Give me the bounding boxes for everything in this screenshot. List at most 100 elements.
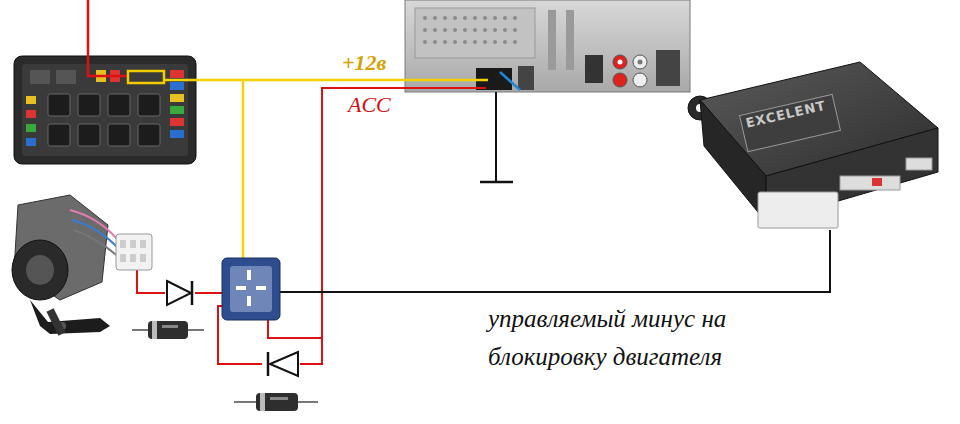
car-radio [423, 16, 517, 44]
ignition-connector [140, 254, 146, 262]
fuse-box [56, 70, 76, 84]
diode-symbol [270, 352, 298, 376]
fuse-box [170, 106, 184, 114]
alarm-unit [758, 192, 838, 228]
car-radio [483, 16, 487, 20]
car-radio [500, 72, 520, 90]
alarm-unit [840, 176, 900, 190]
acc-wire [300, 338, 322, 364]
car-radio [423, 16, 427, 20]
ignition-switch [12, 240, 68, 300]
car-radio [566, 10, 574, 70]
relay [247, 270, 251, 280]
ignition-connector [140, 240, 146, 248]
ignition-connector [130, 240, 136, 248]
ignition-connector [116, 234, 152, 270]
car-radio [613, 73, 627, 87]
car-radio [503, 16, 507, 20]
fuse-box [78, 94, 100, 116]
relay [256, 286, 266, 290]
plus-12v-wire [164, 80, 488, 262]
ignition-wire [137, 268, 165, 293]
car-radio [473, 28, 477, 32]
alarm-unit [906, 158, 932, 170]
fuse-box [26, 124, 36, 132]
relay [236, 286, 246, 290]
diode-symbol [267, 352, 270, 376]
fuse-box [170, 82, 184, 90]
car-radio [463, 40, 467, 44]
car-radio [453, 40, 457, 44]
plus-12v-wire [164, 79, 488, 82]
car-radio [443, 16, 447, 20]
car-radio [493, 28, 497, 32]
car-radio [513, 28, 517, 32]
car-radio [503, 40, 507, 44]
fuse-highlight [128, 71, 164, 83]
car-radio [483, 28, 487, 32]
fuse-box [26, 96, 36, 104]
ignition-switch [74, 230, 120, 258]
fuse-box [138, 124, 160, 146]
fuse-box [170, 118, 184, 126]
car-radio [513, 16, 517, 20]
alarm-unit [688, 62, 938, 228]
relay [222, 258, 280, 320]
car-radio [473, 16, 477, 20]
car-radio [443, 28, 447, 32]
fuse-box [108, 94, 130, 116]
red-feed-wire [88, 0, 128, 76]
diode-part [256, 393, 298, 411]
car-radio [453, 28, 457, 32]
car-radio [433, 28, 437, 32]
fuse-box [26, 138, 36, 146]
car-radio [473, 40, 477, 44]
car-radio [433, 40, 437, 44]
car-radio [423, 28, 427, 32]
car-radio [548, 10, 556, 70]
fuse-box [78, 124, 100, 146]
car-radio [405, 0, 690, 92]
ground-symbol [480, 92, 513, 182]
red-feed-wire [88, 0, 128, 76]
ignition-switch [30, 300, 110, 334]
diode-part [148, 321, 188, 339]
alarm-unit [872, 178, 882, 186]
car-radio [585, 55, 603, 83]
voltage-label: +12в [342, 50, 386, 76]
ignition-wire [195, 292, 226, 294]
diode-part [234, 393, 318, 411]
ignition-switch [12, 195, 120, 334]
car-radio [463, 16, 467, 20]
car-radio [518, 66, 534, 90]
ignition-connector [116, 234, 152, 270]
control-minus-wire [278, 230, 830, 292]
relay [230, 266, 272, 312]
diode-part [162, 325, 178, 328]
car-radio [493, 40, 497, 44]
diode-symbol [191, 281, 194, 305]
car-radio [433, 16, 437, 20]
fuse-box [170, 130, 184, 138]
car-radio [503, 28, 507, 32]
car-radio [493, 16, 497, 20]
fuse-box [26, 110, 36, 118]
fuse-box [22, 64, 188, 156]
acc-wire [268, 88, 486, 338]
car-radio [618, 60, 623, 65]
fuse-box [14, 56, 196, 164]
relay [247, 296, 251, 306]
car-radio [423, 40, 427, 44]
diode-symbol [167, 281, 192, 305]
fuse-box [170, 94, 184, 102]
car-radio [513, 40, 517, 44]
diode-part [132, 321, 204, 339]
car-radio [613, 55, 627, 69]
diode-symbol [268, 352, 298, 376]
acc-wire [218, 88, 486, 364]
fuse-box [138, 94, 160, 116]
ignition-switch [70, 210, 118, 240]
diode-part [270, 397, 288, 400]
